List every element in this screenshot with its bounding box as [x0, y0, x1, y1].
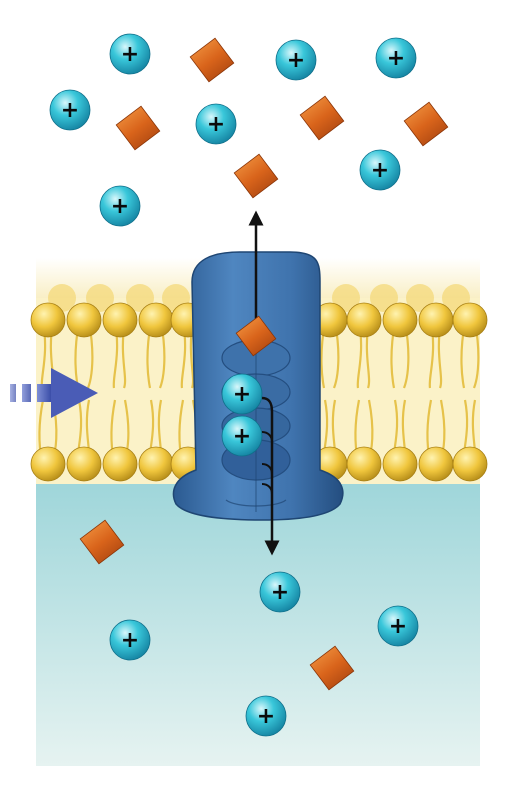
- ion-charge-label: +: [121, 42, 139, 67]
- ion: +: [49, 89, 91, 131]
- ion: +: [377, 605, 419, 647]
- ion: +: [359, 149, 401, 191]
- ion-charge-label: +: [233, 382, 251, 407]
- phospholipid-head: [30, 302, 66, 338]
- solute-molecule: [403, 101, 449, 147]
- phospholipid-head: [382, 446, 418, 482]
- phospholipid-head-back: [370, 284, 398, 312]
- ion-charge-label: +: [257, 704, 275, 729]
- ion: +: [375, 37, 417, 79]
- ion-entry-arrow: [261, 396, 280, 556]
- phospholipid-head: [66, 302, 102, 338]
- phospholipid-head: [30, 446, 66, 482]
- solute-molecule: [235, 315, 277, 357]
- ion: +: [245, 695, 287, 737]
- phospholipid-head: [346, 446, 382, 482]
- phospholipid-head-back: [332, 284, 360, 312]
- ion-charge-label: +: [233, 424, 251, 449]
- phospholipid-head: [418, 302, 454, 338]
- phospholipid-head: [102, 302, 138, 338]
- ion-charge-label: +: [207, 112, 225, 137]
- ion-charge-label: +: [271, 580, 289, 605]
- phospholipid-head: [102, 446, 138, 482]
- ion-charge-label: +: [287, 48, 305, 73]
- phospholipid-head: [418, 446, 454, 482]
- solute-molecule: [233, 153, 279, 199]
- solute-molecules: [79, 37, 449, 691]
- ion-charge-label: +: [61, 98, 79, 123]
- energy-input-arrow: [10, 368, 98, 418]
- phospholipid-head: [452, 302, 488, 338]
- ion-charge-label: +: [371, 158, 389, 183]
- ion: +: [109, 619, 151, 661]
- solute-molecule: [309, 645, 355, 691]
- solute-molecule: [189, 37, 235, 83]
- ion-charge-label: +: [111, 194, 129, 219]
- phospholipid-head: [66, 446, 102, 482]
- phospholipid-head: [138, 302, 174, 338]
- ion: +: [275, 39, 317, 81]
- phospholipid-head-back: [86, 284, 114, 312]
- ions: + + + + + + + + + + + + +: [49, 33, 419, 737]
- phospholipid-head: [138, 446, 174, 482]
- ion-charge-label: +: [387, 46, 405, 71]
- ion: +: [259, 571, 301, 613]
- ion: +: [99, 185, 141, 227]
- phospholipid-heads: [30, 284, 488, 482]
- solute-molecule: [299, 95, 345, 141]
- solute-molecule: [115, 105, 161, 151]
- phospholipid-head: [382, 302, 418, 338]
- phospholipid-head-back: [126, 284, 154, 312]
- ion: +: [109, 33, 151, 75]
- phospholipid-head: [452, 446, 488, 482]
- phospholipid-head-back: [406, 284, 434, 312]
- ion-charge-label: +: [121, 628, 139, 653]
- ion-charge-label: +: [389, 614, 407, 639]
- solute-molecule: [79, 519, 125, 565]
- ion: +: [195, 103, 237, 145]
- phospholipid-head: [346, 302, 382, 338]
- ion: +: [221, 373, 263, 415]
- ion: +: [221, 415, 263, 457]
